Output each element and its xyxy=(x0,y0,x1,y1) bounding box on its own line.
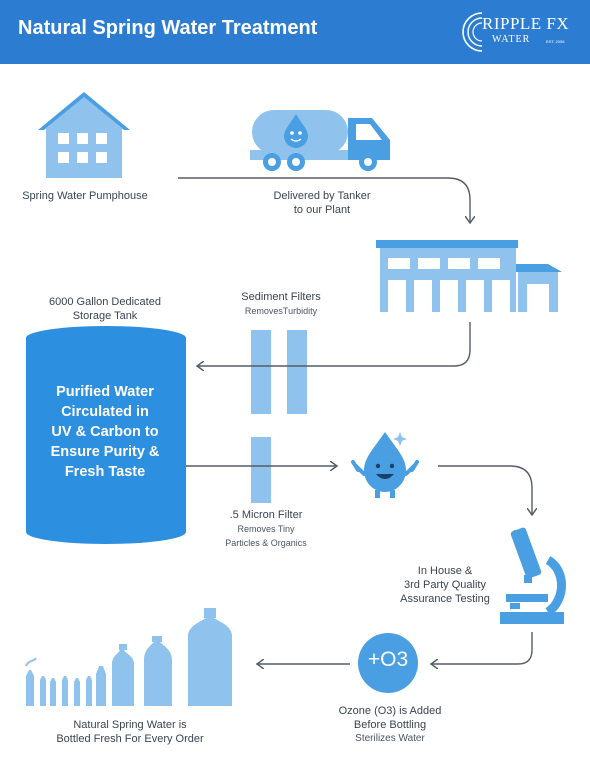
tank-line: Circulated in xyxy=(61,404,149,420)
bottled-label: Natural Spring Water is Bottled Fresh Fo… xyxy=(40,718,220,746)
arrow-mascot-to-testing xyxy=(438,465,532,514)
storage-label: 6000 Gallon Dedicated Storage Tank xyxy=(30,295,180,323)
bottles-icon xyxy=(25,608,232,706)
testing-label-line: In House & xyxy=(417,565,473,577)
tank-line: Fresh Taste xyxy=(64,464,146,480)
sediment-label: Sediment Filters RemovesTurbidity xyxy=(226,290,336,318)
ozone-label-line: Ozone (O3) is Added xyxy=(338,705,442,717)
micron-label: .5 Micron Filter Removes Tiny Particles … xyxy=(206,508,326,550)
ozone-label-line: Before Bottling xyxy=(353,719,427,731)
tanker-label: Delivered by Tanker to our Plant xyxy=(252,189,392,217)
micron-filter-icon xyxy=(251,437,271,503)
bottled-label-line: Bottled Fresh For Every Order xyxy=(56,733,204,745)
micron-label-title: .5 Micron Filter xyxy=(229,509,303,521)
sediment-label-sub: RemovesTurbidity xyxy=(244,306,318,316)
testing-label: In House & 3rd Party Quality Assurance T… xyxy=(390,564,500,606)
pumphouse-label-text: Spring Water Pumphouse xyxy=(22,190,148,202)
tank-line: Ensure Purity & xyxy=(50,444,160,460)
tanker-truck-icon xyxy=(250,110,390,171)
pumphouse-icon xyxy=(38,92,130,178)
sediment-filters-icon xyxy=(251,330,307,414)
pumphouse-label: Spring Water Pumphouse xyxy=(10,189,160,203)
plant-building-icon xyxy=(376,240,562,312)
storage-label-line: 6000 Gallon Dedicated xyxy=(49,296,161,308)
testing-label-line: Assurance Testing xyxy=(400,593,490,605)
ripple-fx-logo: RIPPLE FX WATER EST. 2006 xyxy=(462,8,582,56)
logo-brand-text: RIPPLE FX xyxy=(482,14,570,33)
ozone-label-sub: Sterilizes Water xyxy=(355,733,425,744)
logo-est-text: EST. 2006 xyxy=(546,39,565,44)
ripple-logo-icon xyxy=(462,10,500,54)
logo-sub-text: WATER xyxy=(492,34,531,45)
tank-line: Purified Water xyxy=(56,384,154,400)
micron-label-sub: Removes Tiny xyxy=(237,524,295,534)
testing-label-line: 3rd Party Quality xyxy=(404,579,486,591)
tank-line: UV & Carbon to xyxy=(51,424,159,440)
micron-label-sub: Particles & Organics xyxy=(225,538,307,548)
ozone-label: Ozone (O3) is Added Before Bottling Ster… xyxy=(320,704,460,746)
storage-label-line: Storage Tank xyxy=(72,310,138,322)
bottled-label-line: Natural Spring Water is xyxy=(73,719,187,731)
page-title: Natural Spring Water Treatment xyxy=(18,17,318,39)
header-banner: Natural Spring Water Treatment RIPPLE FX… xyxy=(0,0,590,64)
water-drop-mascot-icon xyxy=(351,432,419,498)
tank-description: Purified Water Circulated in UV & Carbon… xyxy=(30,382,180,482)
arrow-plant-to-tank xyxy=(198,322,471,366)
microscope-icon xyxy=(500,527,566,624)
ozone-badge-icon xyxy=(358,633,418,693)
storage-tank-icon xyxy=(26,326,186,544)
ozone-symbol: +O3 xyxy=(367,648,409,671)
tanker-label-line: Delivered by Tanker xyxy=(273,190,371,202)
arrow-testing-to-ozone xyxy=(432,632,533,664)
tanker-label-line: to our Plant xyxy=(293,204,351,216)
sediment-label-title: Sediment Filters xyxy=(241,291,321,303)
arrow-pumphouse-to-plant xyxy=(178,177,470,222)
